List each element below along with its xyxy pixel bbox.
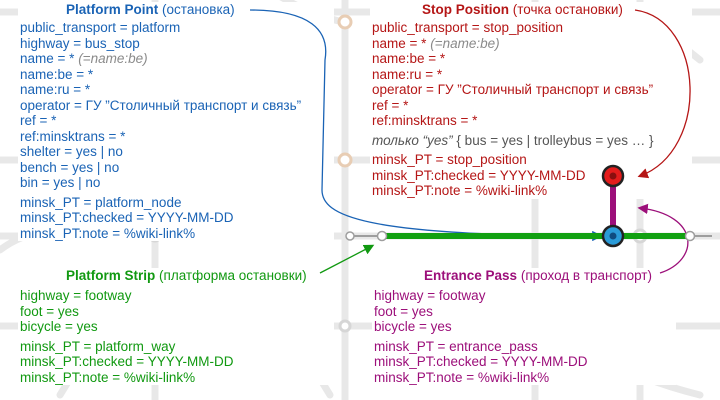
stop-position-tag: ref = *	[372, 97, 409, 113]
platform-point-header: Platform Point (остановка)	[20, 2, 332, 18]
stop-position-tag: public_transport = stop_position	[372, 20, 563, 35]
platform-strip-tag: minsk_PT:checked = YYYY-MM-DD	[20, 354, 234, 369]
stop-position-name-tag: name = *	[372, 35, 427, 51]
platform-strip-header: Platform Strip (платформа остановки)	[20, 268, 332, 284]
stop-position-subtitle: (точка остановки)	[512, 2, 623, 17]
platform-strip-tag: highway = footway	[20, 288, 132, 303]
platform-point-tag: minsk_PT = platform_node	[20, 194, 182, 210]
stop-position-title: Stop Position	[422, 2, 509, 17]
stop-position-panel: Stop Position (точка остановки) public_t…	[370, 2, 692, 199]
platform-strip-subtitle: (платформа остановки)	[159, 268, 307, 283]
platform-point-tag: bin = yes | no	[20, 175, 101, 190]
platform-point-name-tag: name = *	[20, 51, 75, 66]
stop-position-tag-name: name = * (=name:be)	[372, 36, 690, 52]
entrance-pass-tag: minsk_PT:checked = YYYY-MM-DD	[374, 354, 588, 369]
platform-point-tag: minsk_PT:note = %wiki-link%	[20, 225, 196, 241]
entrance-pass-header: Entrance Pass (проход в транспорт)	[374, 268, 674, 284]
stop-position-only-yes-values: { bus = yes | trolleybus = yes … }	[456, 132, 654, 148]
platform-point-tag: minsk_PT:checked = YYYY-MM-DD	[20, 210, 234, 225]
platform-strip-tag: minsk_PT = platform_way	[20, 338, 176, 354]
stop-position-minsk-tag: minsk_PT:checked = YYYY-MM-DD	[372, 167, 586, 183]
platform-strip-panel: Platform Strip (платформа остановки) hig…	[18, 268, 334, 385]
entrance-pass-tag: highway = footway	[374, 288, 486, 303]
platform-point-subtitle: (остановка)	[162, 2, 235, 17]
stop-position-tag: name:be = *	[372, 51, 446, 66]
entrance-pass-panel: Entrance Pass (проход в транспорт) highw…	[372, 268, 676, 385]
platform-point-tag-name: name = * (=name:be)	[20, 51, 332, 67]
stop-position-only-yes: только “yes” { bus = yes | trolleybus = …	[372, 133, 690, 149]
platform-point-panel: Platform Point (остановка) public_transp…	[18, 2, 334, 241]
stop-position-minsk-tag: minsk_PT:note = %wiki-link%	[372, 183, 548, 198]
platform-point-title: Platform Point	[66, 2, 159, 17]
stop-position-tag: name:ru = *	[372, 66, 443, 82]
platform-point-name-hint: (=name:be)	[78, 51, 148, 66]
stop-position-header: Stop Position (точка остановки)	[372, 2, 690, 18]
platform-strip-title: Platform Strip	[66, 268, 156, 283]
platform-point-tag: name:be = *	[20, 66, 94, 82]
stop-position-minsk-tag: minsk_PT = stop_position	[372, 152, 527, 167]
platform-point-tag: public_transport = platform	[20, 20, 181, 35]
platform-point-tag: operator = ГУ ”Столичный транспорт и свя…	[20, 97, 302, 113]
platform-point-tag: ref = *	[20, 113, 57, 128]
entrance-pass-subtitle: (проход в транспорт)	[520, 268, 652, 283]
entrance-pass-tag: minsk_PT = entrance_pass	[374, 338, 538, 354]
stop-position-tag: operator = ГУ ”Столичный транспорт и свя…	[372, 82, 654, 97]
entrance-pass-title: Entrance Pass	[424, 268, 518, 283]
platform-strip-tag: minsk_PT:note = %wiki-link%	[20, 369, 196, 385]
entrance-pass-tag: minsk_PT:note = %wiki-link%	[374, 369, 550, 385]
platform-point-tag: bench = yes | no	[20, 159, 120, 175]
platform-point-tag: ref:minsktrans = *	[20, 128, 126, 144]
entrance-pass-tag: foot = yes	[374, 303, 433, 319]
stop-position-only-yes-prefix: только “yes”	[372, 132, 453, 148]
stop-position-name-hint: (=name:be)	[430, 35, 500, 51]
entrance-pass-tag: bicycle = yes	[374, 319, 452, 334]
platform-strip-tag: foot = yes	[20, 303, 79, 319]
platform-point-tag: highway = bus_stop	[20, 35, 140, 51]
stop-position-tag: ref:minsktrans = *	[372, 113, 478, 128]
platform-point-tag: shelter = yes | no	[20, 144, 123, 159]
platform-strip-tag: bicycle = yes	[20, 319, 98, 334]
platform-point-tag: name:ru = *	[20, 82, 91, 97]
